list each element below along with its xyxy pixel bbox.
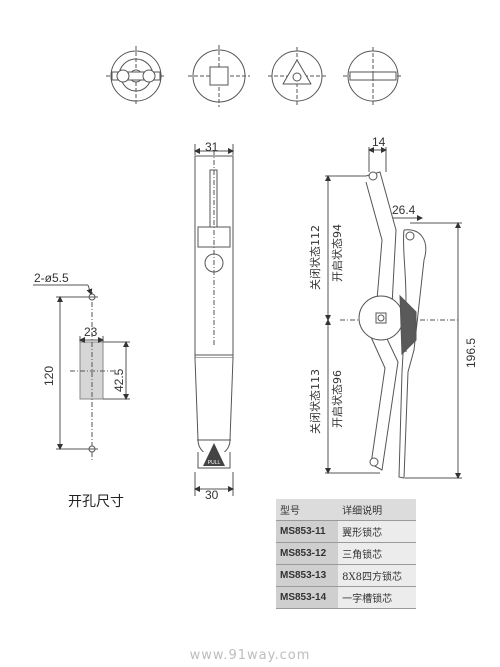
handle-top-width-label: 31 <box>205 140 219 154</box>
square-lock-core-icon <box>188 45 250 107</box>
description-column-header: 详细说明 <box>338 499 416 521</box>
model-spec-table: 型号 详细说明 MS853-11 翼形锁芯 MS853-12 三角锁芯 MS85… <box>276 499 416 609</box>
table-row: MS853-13 8X8四方锁芯 <box>276 564 416 587</box>
closed-upper-label: 关闭状态112 <box>308 225 322 290</box>
open-upper-label: 开启状态94 <box>330 224 344 282</box>
table-row: MS853-11 翼形锁芯 <box>276 520 416 543</box>
hole-diameter-label: 2-ø5.5 <box>34 271 69 285</box>
model-cell: MS853-11 <box>276 520 339 543</box>
table-header-row: 型号 详细说明 <box>276 499 416 521</box>
description-cell: 8X8四方锁芯 <box>338 564 416 587</box>
model-cell: MS853-14 <box>276 586 339 609</box>
model-cell: MS853-13 <box>276 564 339 587</box>
pull-triangle-icon: PULL <box>203 443 225 466</box>
side-height-label: 196.5 <box>464 338 478 368</box>
triangle-lock-core-icon <box>268 47 326 105</box>
site-watermark: www.91way.com <box>189 648 311 663</box>
description-cell: 三角锁芯 <box>338 542 416 565</box>
closed-lower-label: 关闭状态113 <box>308 369 322 434</box>
description-cell: 翼形锁芯 <box>338 520 416 543</box>
hole-height-label: 120 <box>42 366 56 386</box>
open-lower-label: 开启状态96 <box>330 370 344 428</box>
side-offset-label: 26.4 <box>392 203 416 217</box>
model-column-header: 型号 <box>276 499 339 521</box>
cutout-caption: 开孔尺寸 <box>68 494 124 510</box>
side-top-width-label: 14 <box>372 135 386 149</box>
hole-pitch-label: 42.5 <box>112 368 126 392</box>
wing-lock-core-icon <box>106 46 166 106</box>
table-row: MS853-12 三角锁芯 <box>276 542 416 565</box>
handle-front-view <box>194 144 234 496</box>
slot-lock-core-icon <box>343 47 403 105</box>
description-cell: 一字槽锁芯 <box>338 586 416 609</box>
hole-width-label: 23 <box>84 325 98 339</box>
handle-side-view <box>325 147 462 479</box>
model-cell: MS853-12 <box>276 542 339 565</box>
handle-bottom-width-label: 30 <box>205 488 219 502</box>
table-row: MS853-14 一字槽锁芯 <box>276 586 416 609</box>
panel-cutout-diagram <box>33 284 130 462</box>
pull-label: PULL <box>208 460 221 466</box>
